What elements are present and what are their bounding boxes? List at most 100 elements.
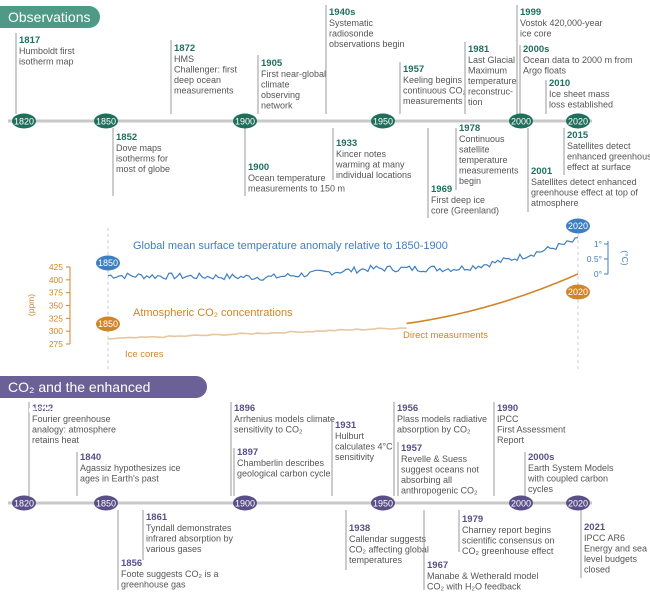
co2_section-event-text: Earth System Models (528, 463, 614, 473)
co2_section-event-text: Charney report begins (462, 525, 552, 535)
co2_section-event-year: 1979 (462, 514, 483, 525)
observations-event-text: atmosphere (531, 198, 579, 208)
observations-year-label: 1950 (373, 116, 393, 126)
co2_section-event-year: 2000s (528, 452, 554, 463)
co2_section-event-text: absorbing all (401, 475, 452, 485)
co2_section-event-year: 1957 (401, 443, 422, 454)
observations-event-text: radiosonde (329, 29, 374, 39)
temp-badge-2020-shape (566, 218, 590, 234)
co2_section-event-text: Callendar suggests (349, 534, 427, 544)
observations-event-text: reconstruc- (468, 87, 513, 97)
observations-year-label: 2020 (568, 116, 588, 126)
co2_section-year-badge (509, 495, 533, 511)
observations-event-text: ice core (520, 29, 552, 39)
temp-badge-1850-shape (96, 255, 120, 271)
observations-event-text: Satellites detect enhanced (531, 177, 637, 187)
co2_section-event-text: Fourier greenhouse (32, 414, 111, 424)
observations-event-text: First near-global (261, 69, 326, 79)
ppm-tick-label: 400 (49, 275, 63, 285)
ppm-axis-label: (ppm) (26, 294, 36, 316)
observations-event-year: 1900 (248, 162, 269, 173)
observations-event-text: tion (468, 97, 483, 107)
observations-year-badge (233, 113, 257, 129)
ppm-tick-label: 425 (49, 262, 63, 272)
observations-event-year: 1940s (329, 7, 355, 18)
co2-badge-2020-shape (566, 284, 590, 300)
observations-header: Observations (0, 6, 100, 28)
co2_section-event-text: analogy: atmosphere (32, 425, 116, 435)
co2-badge-2020: 2020 (568, 287, 588, 297)
co2_section-event-text: Agassiz hypothesizes ice (80, 463, 181, 473)
co2_section-event-text: with coupled carbon (527, 474, 608, 484)
co2_section-event-text: sensitivity (335, 452, 375, 462)
direct-co2-line (406, 273, 579, 325)
co2_section-event-text: Manabe & Wetherald model (427, 571, 538, 581)
observations-event-text: Vostok 420,000-year (520, 18, 603, 28)
observations-event-text: isotherm map (19, 57, 74, 67)
observations-event-text: First deep ice (431, 195, 485, 205)
co2_section-event-year: 1896 (234, 403, 255, 414)
co2_section-event-text: greenhouse gas (121, 580, 186, 590)
ppm-tick-label: 375 (49, 288, 63, 298)
observations-event-text: individual locations (336, 170, 412, 180)
observations-year-badge (566, 113, 590, 129)
observations-event-text: Ocean temperature (248, 173, 326, 183)
observations-event-year: 1999 (520, 7, 541, 18)
co2_section-event-year: 1931 (335, 420, 357, 431)
co2-section-header: CO₂ and the enhanced greenhouse effect (0, 376, 207, 417)
co2_section-event-text: CO₂ greenhouse effect (462, 546, 554, 556)
temp-tick-label: 1° (594, 239, 602, 249)
co2_section-year-badge (566, 495, 590, 511)
co2_section-event-text: Tyndall demonstrates (146, 523, 232, 533)
observations-year-badge (12, 113, 36, 129)
temp-badge-1850: 1850 (98, 258, 118, 268)
co2_section-event-year: 1956 (397, 403, 418, 414)
observations-event-year: 1817 (19, 35, 40, 46)
observations-event-text: core (Greenland) (431, 206, 499, 216)
ppm-tick-label: 275 (49, 339, 63, 349)
co2_section-year-label: 2000 (511, 498, 531, 508)
observations-event-text: observing (261, 90, 300, 100)
observations-event-text: continuous CO₂ (403, 86, 467, 96)
co2_section-event-text: closed (584, 565, 610, 575)
co2_section-event-text: cycles (528, 484, 554, 494)
co2_section-event-text: IPCC (497, 414, 519, 424)
co2_section-event-text: retains heat (32, 435, 80, 445)
observations-event-text: Maximum (468, 66, 507, 76)
co2_section-event-year: 1897 (237, 447, 258, 458)
co2_section-event-year: 1856 (121, 558, 142, 569)
observations-event-year: 2015 (567, 130, 589, 141)
observations-event-text: greenhouse effect at top of (531, 188, 638, 198)
observations-event-year: 2001 (531, 166, 553, 177)
ice-core-co2-line (107, 327, 407, 340)
observations-event-year: 1872 (174, 43, 195, 54)
co2_section-year-badge (371, 495, 395, 511)
observations-event-text: most of globe (116, 164, 170, 174)
co2_section-event-text: ages in Earth's past (80, 474, 159, 484)
temperature-title: Global mean surface temperature anomaly … (133, 240, 448, 252)
co2_section-event-year: 1861 (146, 512, 168, 523)
co2_section-event-text: Arrhenius models climate (234, 414, 335, 424)
observations-event-text: temperature (468, 76, 517, 86)
co2_section-event-text: Energy and sea (584, 544, 647, 554)
co2_section-event-text: anthropogenic CO₂ (401, 486, 478, 496)
co2_section-year-badge (233, 495, 257, 511)
observations-event-year: 2010 (549, 78, 570, 89)
observations-year-label: 1900 (235, 116, 255, 126)
observations-event-text: Ice sheet mass (549, 89, 610, 99)
observations-event-text: measurements to 150 m (248, 184, 345, 194)
co2_section-year-label: 1820 (14, 498, 34, 508)
observations-event-text: Continuous (459, 134, 505, 144)
ice-cores-label: Ice cores (125, 349, 164, 360)
co2_section-event-year: 2021 (584, 522, 606, 533)
observations-event-text: deep ocean (174, 75, 221, 85)
ppm-tick-label: 325 (49, 313, 63, 323)
co2_section-event-text: calculates 4°C (335, 442, 393, 452)
observations-year-label: 2000 (511, 116, 531, 126)
observations-event-text: HMS (174, 54, 194, 64)
observations-event-text: warming at many (335, 160, 405, 170)
observations-year-badge (509, 113, 533, 129)
co2_section-event-text: IPCC AR6 (584, 533, 625, 543)
temp-tick-label: 0.5° (587, 254, 602, 264)
